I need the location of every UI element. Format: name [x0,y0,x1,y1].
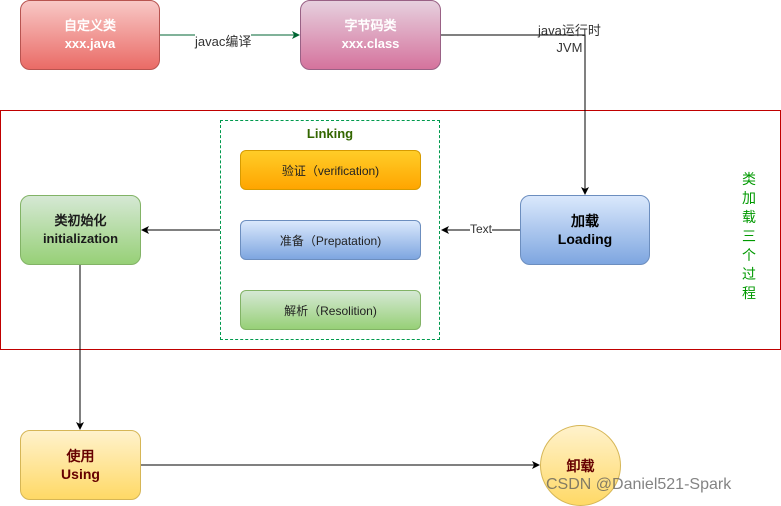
initialization-subtitle: initialization [42,231,119,246]
compile-edge-label: javac编译 [195,31,252,50]
source-class-file: xxx.java [64,36,116,51]
runtime-label-line1: java运行时 [538,23,601,38]
linking-container [220,120,440,340]
using-subtitle: Using [61,466,100,482]
using-node[interactable]: 使用 Using [20,430,141,500]
initialization-node[interactable]: 类初始化 initialization [20,195,141,265]
initialization-title: 类初始化 [54,213,107,228]
unloading-node[interactable]: 卸载 [540,425,621,506]
linking-step-verification[interactable]: 验证（verification) [240,150,421,190]
source-class-title: 自定义类 [63,18,116,33]
loading-node[interactable]: 加载 Loading [520,195,650,265]
unloading-label: 卸载 [566,457,595,474]
loading-title: 加载 [571,213,599,229]
loading-subtitle: Loading [557,231,613,247]
using-title: 使用 [66,448,95,464]
runtime-label-line2: JVM [556,40,583,55]
linking-step-preparation[interactable]: 准备（Prepatation) [240,220,421,260]
bytecode-class-file: xxx.class [341,36,400,51]
bytecode-class-node[interactable]: 字节码类 xxx.class [300,0,441,70]
runtime-edge-label: java运行时 JVM [538,22,601,56]
bytecode-class-title: 字节码类 [344,18,397,33]
watermark: CSDN @Daniel521-Spark [546,476,732,493]
source-class-node[interactable]: 自定义类 xxx.java [20,0,160,70]
linking-step-resolution[interactable]: 解析（Resolition) [240,290,421,330]
runtime-arrow [441,34,589,195]
class-loading-group-label: 类加载三个过程 [742,171,756,301]
linking-title: Linking [306,126,354,141]
text-edge-label: Text [470,222,493,236]
